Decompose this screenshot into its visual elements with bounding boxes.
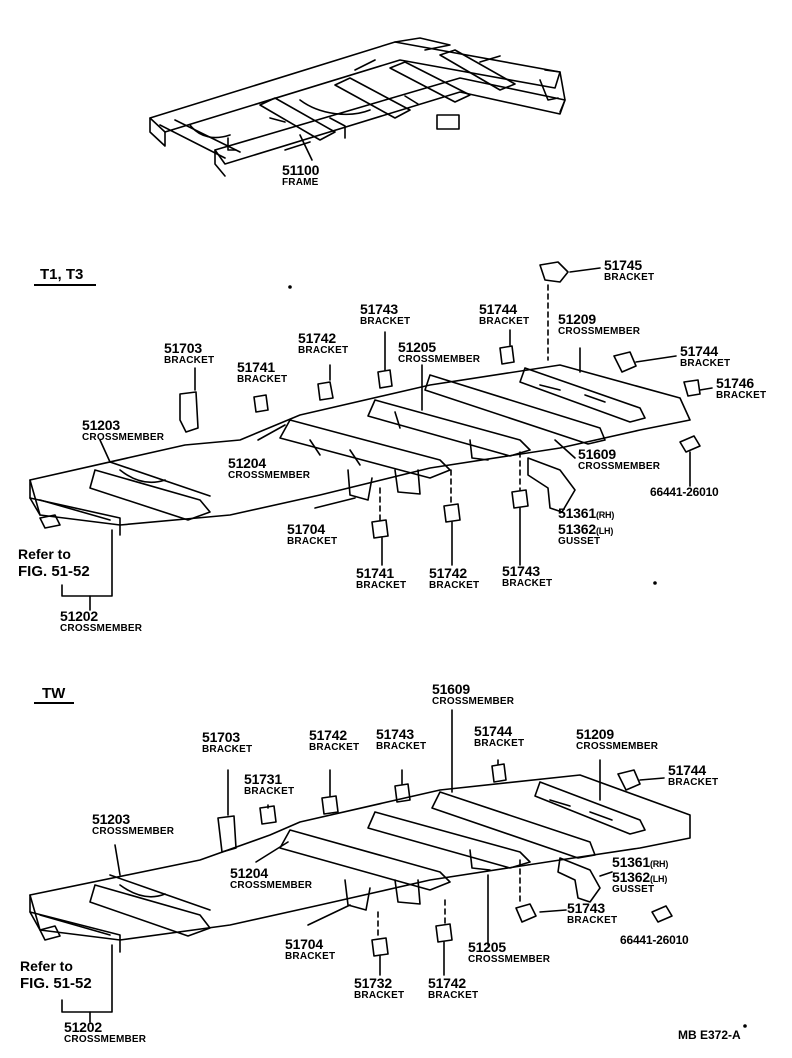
section-title-tw: TW (42, 685, 66, 702)
label-66441-26010: 66441-26010 (620, 933, 689, 947)
refer-to-figure-note: Refer to FIG. 51-52 (20, 958, 92, 992)
t1-frame-drawing (29, 364, 691, 536)
bracket-51745-shape (539, 261, 569, 283)
label-51362: 51362(LH)GUSSET (558, 521, 614, 547)
part-number: 51100 (282, 162, 320, 178)
part-name: FRAME (282, 177, 319, 188)
figure-code: MB E372-A (678, 1028, 741, 1042)
frame-assembly-drawing (149, 37, 566, 177)
refer-to-figure-note: Refer to FIG. 51-52 (18, 546, 90, 580)
tw-leader-lines (61, 709, 665, 1023)
tw-frame-drawing (29, 774, 691, 953)
section-underline (34, 702, 74, 704)
section-underline (34, 284, 96, 286)
label-66441-26010: 66441-26010 (650, 485, 719, 499)
t1-leader-lines (61, 267, 713, 611)
label-51361: 51361(RH) (612, 854, 669, 870)
leader-line (299, 134, 313, 161)
label-51361: 51361(RH) (558, 505, 615, 521)
tw-bracket-parts (39, 763, 673, 957)
label-51100: 51100 FRAME (282, 163, 319, 188)
label-51362: 51362(LH)GUSSET (612, 869, 668, 895)
section-title-t1-t3: T1, T3 (40, 266, 84, 283)
t1-bracket-parts (39, 261, 701, 539)
